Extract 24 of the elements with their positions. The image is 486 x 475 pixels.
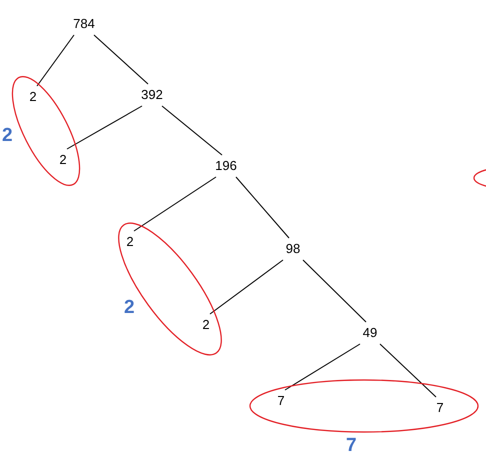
number-label: 2 [125, 233, 135, 251]
branch-line [134, 176, 216, 232]
factor-label: 2 [124, 297, 135, 319]
number-label: 784 [72, 15, 96, 33]
number-label: 392 [140, 86, 164, 104]
branch-line [210, 260, 284, 314]
number-label: 196 [214, 157, 238, 175]
number-label: 7 [435, 399, 445, 417]
number-label: 2 [201, 316, 211, 334]
factor-label: 2 [2, 125, 13, 147]
number-label: 98 [284, 240, 302, 258]
branch-line [162, 106, 222, 156]
branch-line [284, 344, 360, 390]
number-label: 7 [276, 392, 286, 410]
branch-line [236, 176, 290, 238]
number-label: 2 [28, 88, 38, 106]
branch-line [94, 34, 148, 84]
number-label: 2 [58, 151, 68, 169]
number-label: 49 [362, 324, 378, 342]
factor-label: 7 [346, 435, 357, 457]
branch-line [66, 106, 142, 150]
branch-line [36, 34, 74, 86]
branch-line [380, 344, 436, 398]
branch-line [302, 260, 366, 322]
